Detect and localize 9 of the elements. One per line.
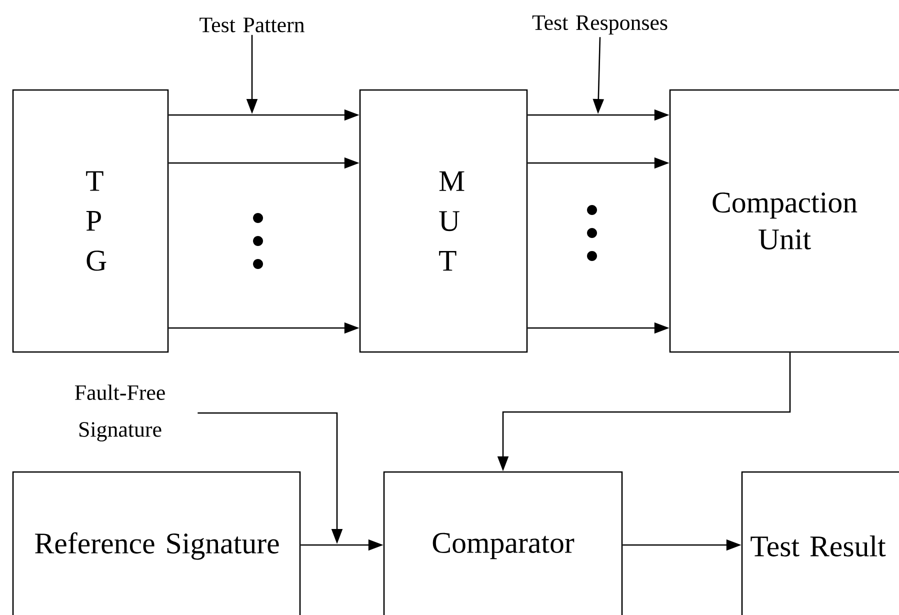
module-box: M U T <box>359 89 528 353</box>
signal-label: Test Responses <box>532 15 668 34</box>
generator-box: T P G <box>12 89 169 353</box>
signal-label: Test Pattern <box>200 18 304 32</box>
result-box: Test Result <box>741 471 899 615</box>
reference-box: Reference Signature <box>12 471 301 615</box>
comparator-box: Comparator <box>383 471 623 615</box>
compaction-box: Compaction Unit <box>669 89 899 353</box>
signal-label: Fault-Free Signature <box>74 384 165 442</box>
